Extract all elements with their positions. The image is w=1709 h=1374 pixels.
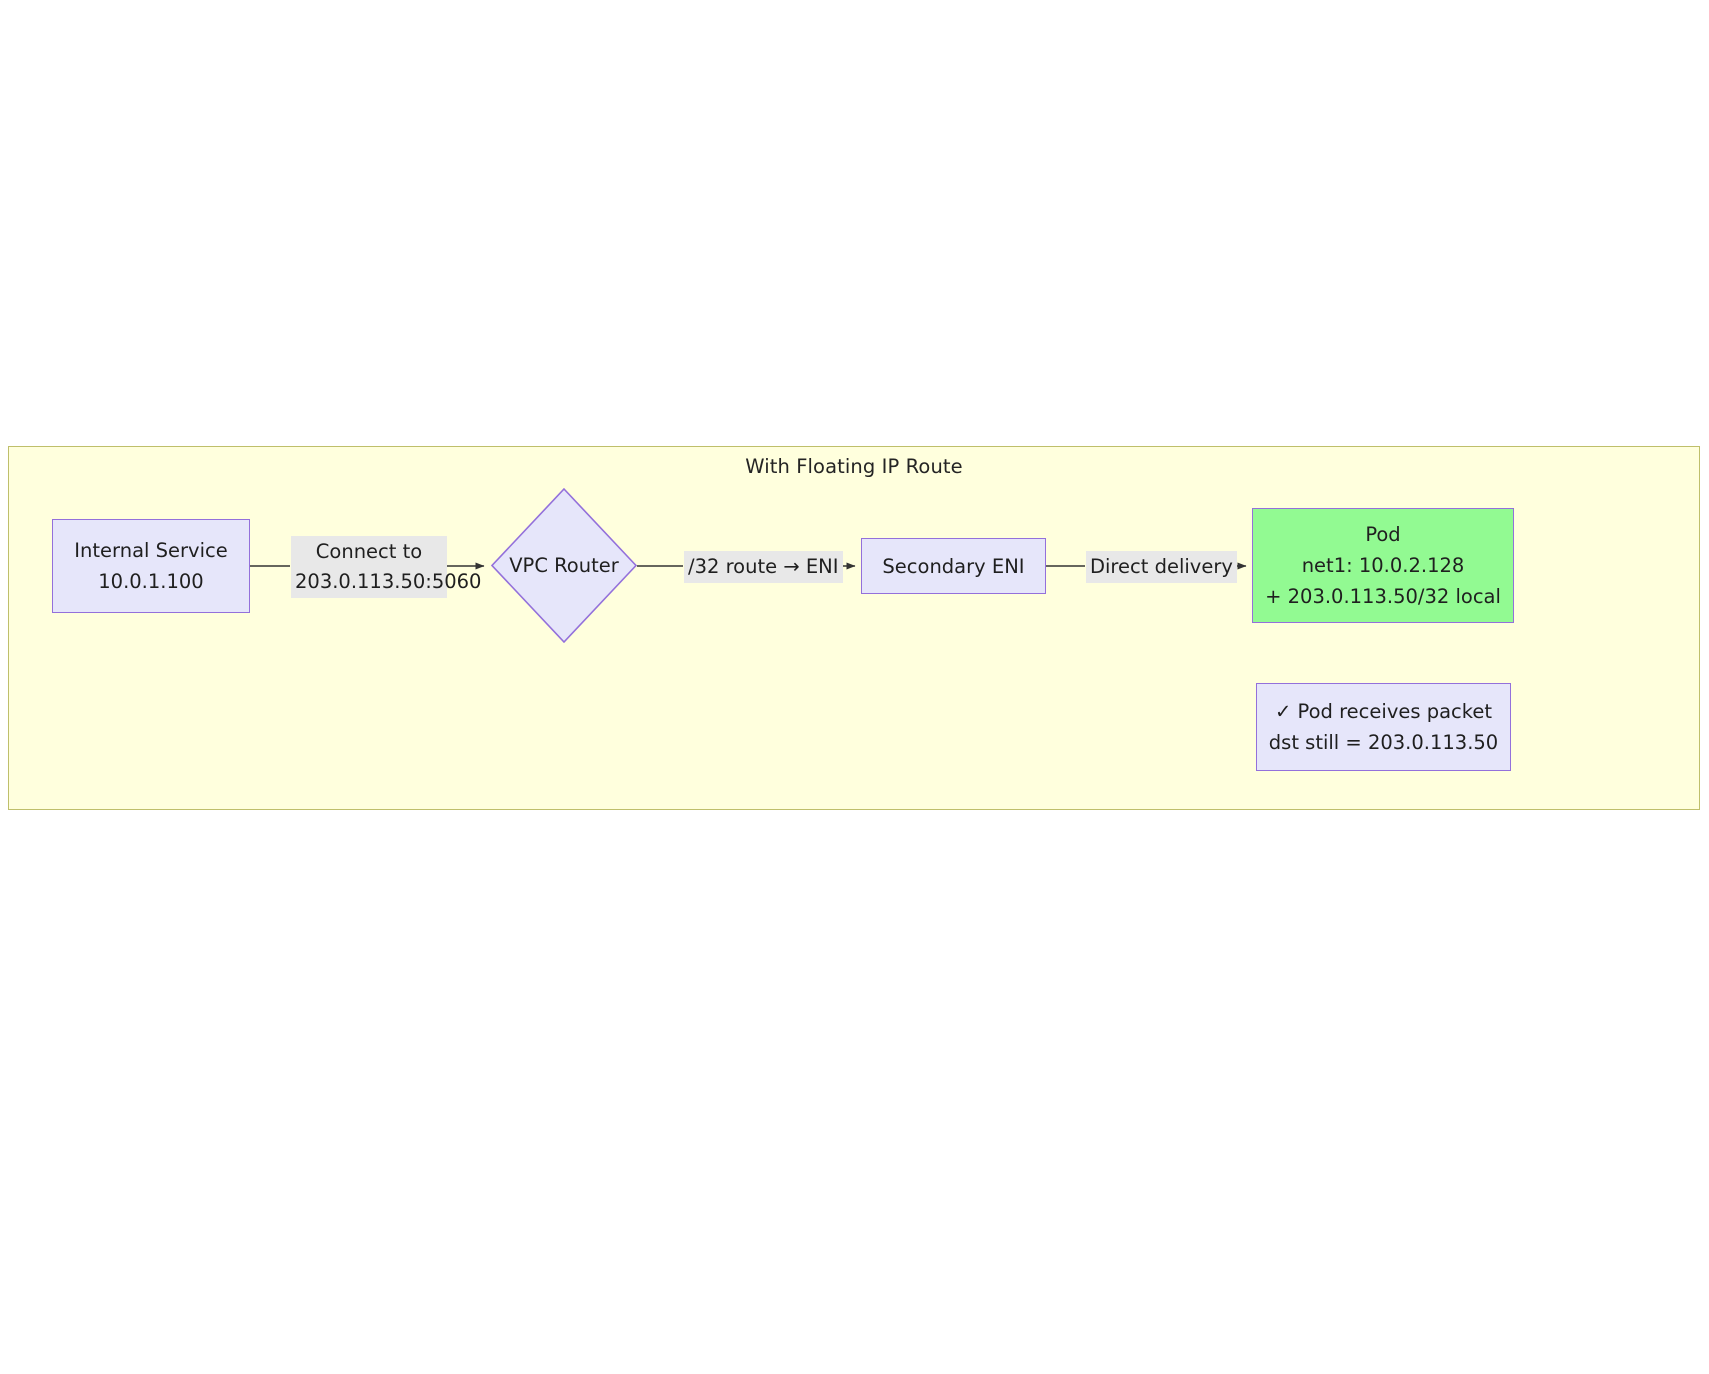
node-result-line1: ✓ Pod receives packet — [1274, 700, 1492, 723]
node-secondary-eni[interactable]: Secondary ENI — [861, 538, 1046, 594]
node-pod[interactable]: Pod net1: 10.0.2.128 + 203.0.113.50/32 l… — [1252, 508, 1514, 623]
node-result-note[interactable]: ✓ Pod receives packet dst still = 203.0.… — [1256, 683, 1511, 771]
node-vpc-router[interactable]: VPC Router — [491, 488, 637, 643]
node-vpc-router-label: VPC Router — [509, 554, 619, 577]
node-internal-service-line1: Internal Service — [74, 539, 228, 562]
node-pod-line2: net1: 10.0.2.128 — [1301, 554, 1465, 577]
edge-label-connect: Connect to 203.0.113.50:5060 — [291, 536, 482, 598]
node-internal-service-line2: 10.0.1.100 — [98, 570, 204, 593]
edge-label-connect-line2: 203.0.113.50:5060 — [295, 570, 482, 593]
subgraph-with-floating-ip-route: With Floating IP Route — [8, 446, 1700, 810]
edge-label-connect-line1: Connect to — [315, 540, 423, 563]
node-result-line2: dst still = 203.0.113.50 — [1268, 731, 1499, 754]
subgraph-title: With Floating IP Route — [745, 455, 963, 478]
node-secondary-eni-label: Secondary ENI — [882, 554, 1025, 578]
diamond-shape — [491, 488, 637, 643]
node-pod-line3: + 203.0.113.50/32 local — [1265, 585, 1501, 608]
edge-label-direct: Direct delivery — [1086, 551, 1237, 583]
edge-label-route32: /32 route → ENI — [684, 551, 843, 583]
node-pod-line1: Pod — [1365, 523, 1401, 546]
node-internal-service[interactable]: Internal Service 10.0.1.100 — [52, 519, 250, 613]
